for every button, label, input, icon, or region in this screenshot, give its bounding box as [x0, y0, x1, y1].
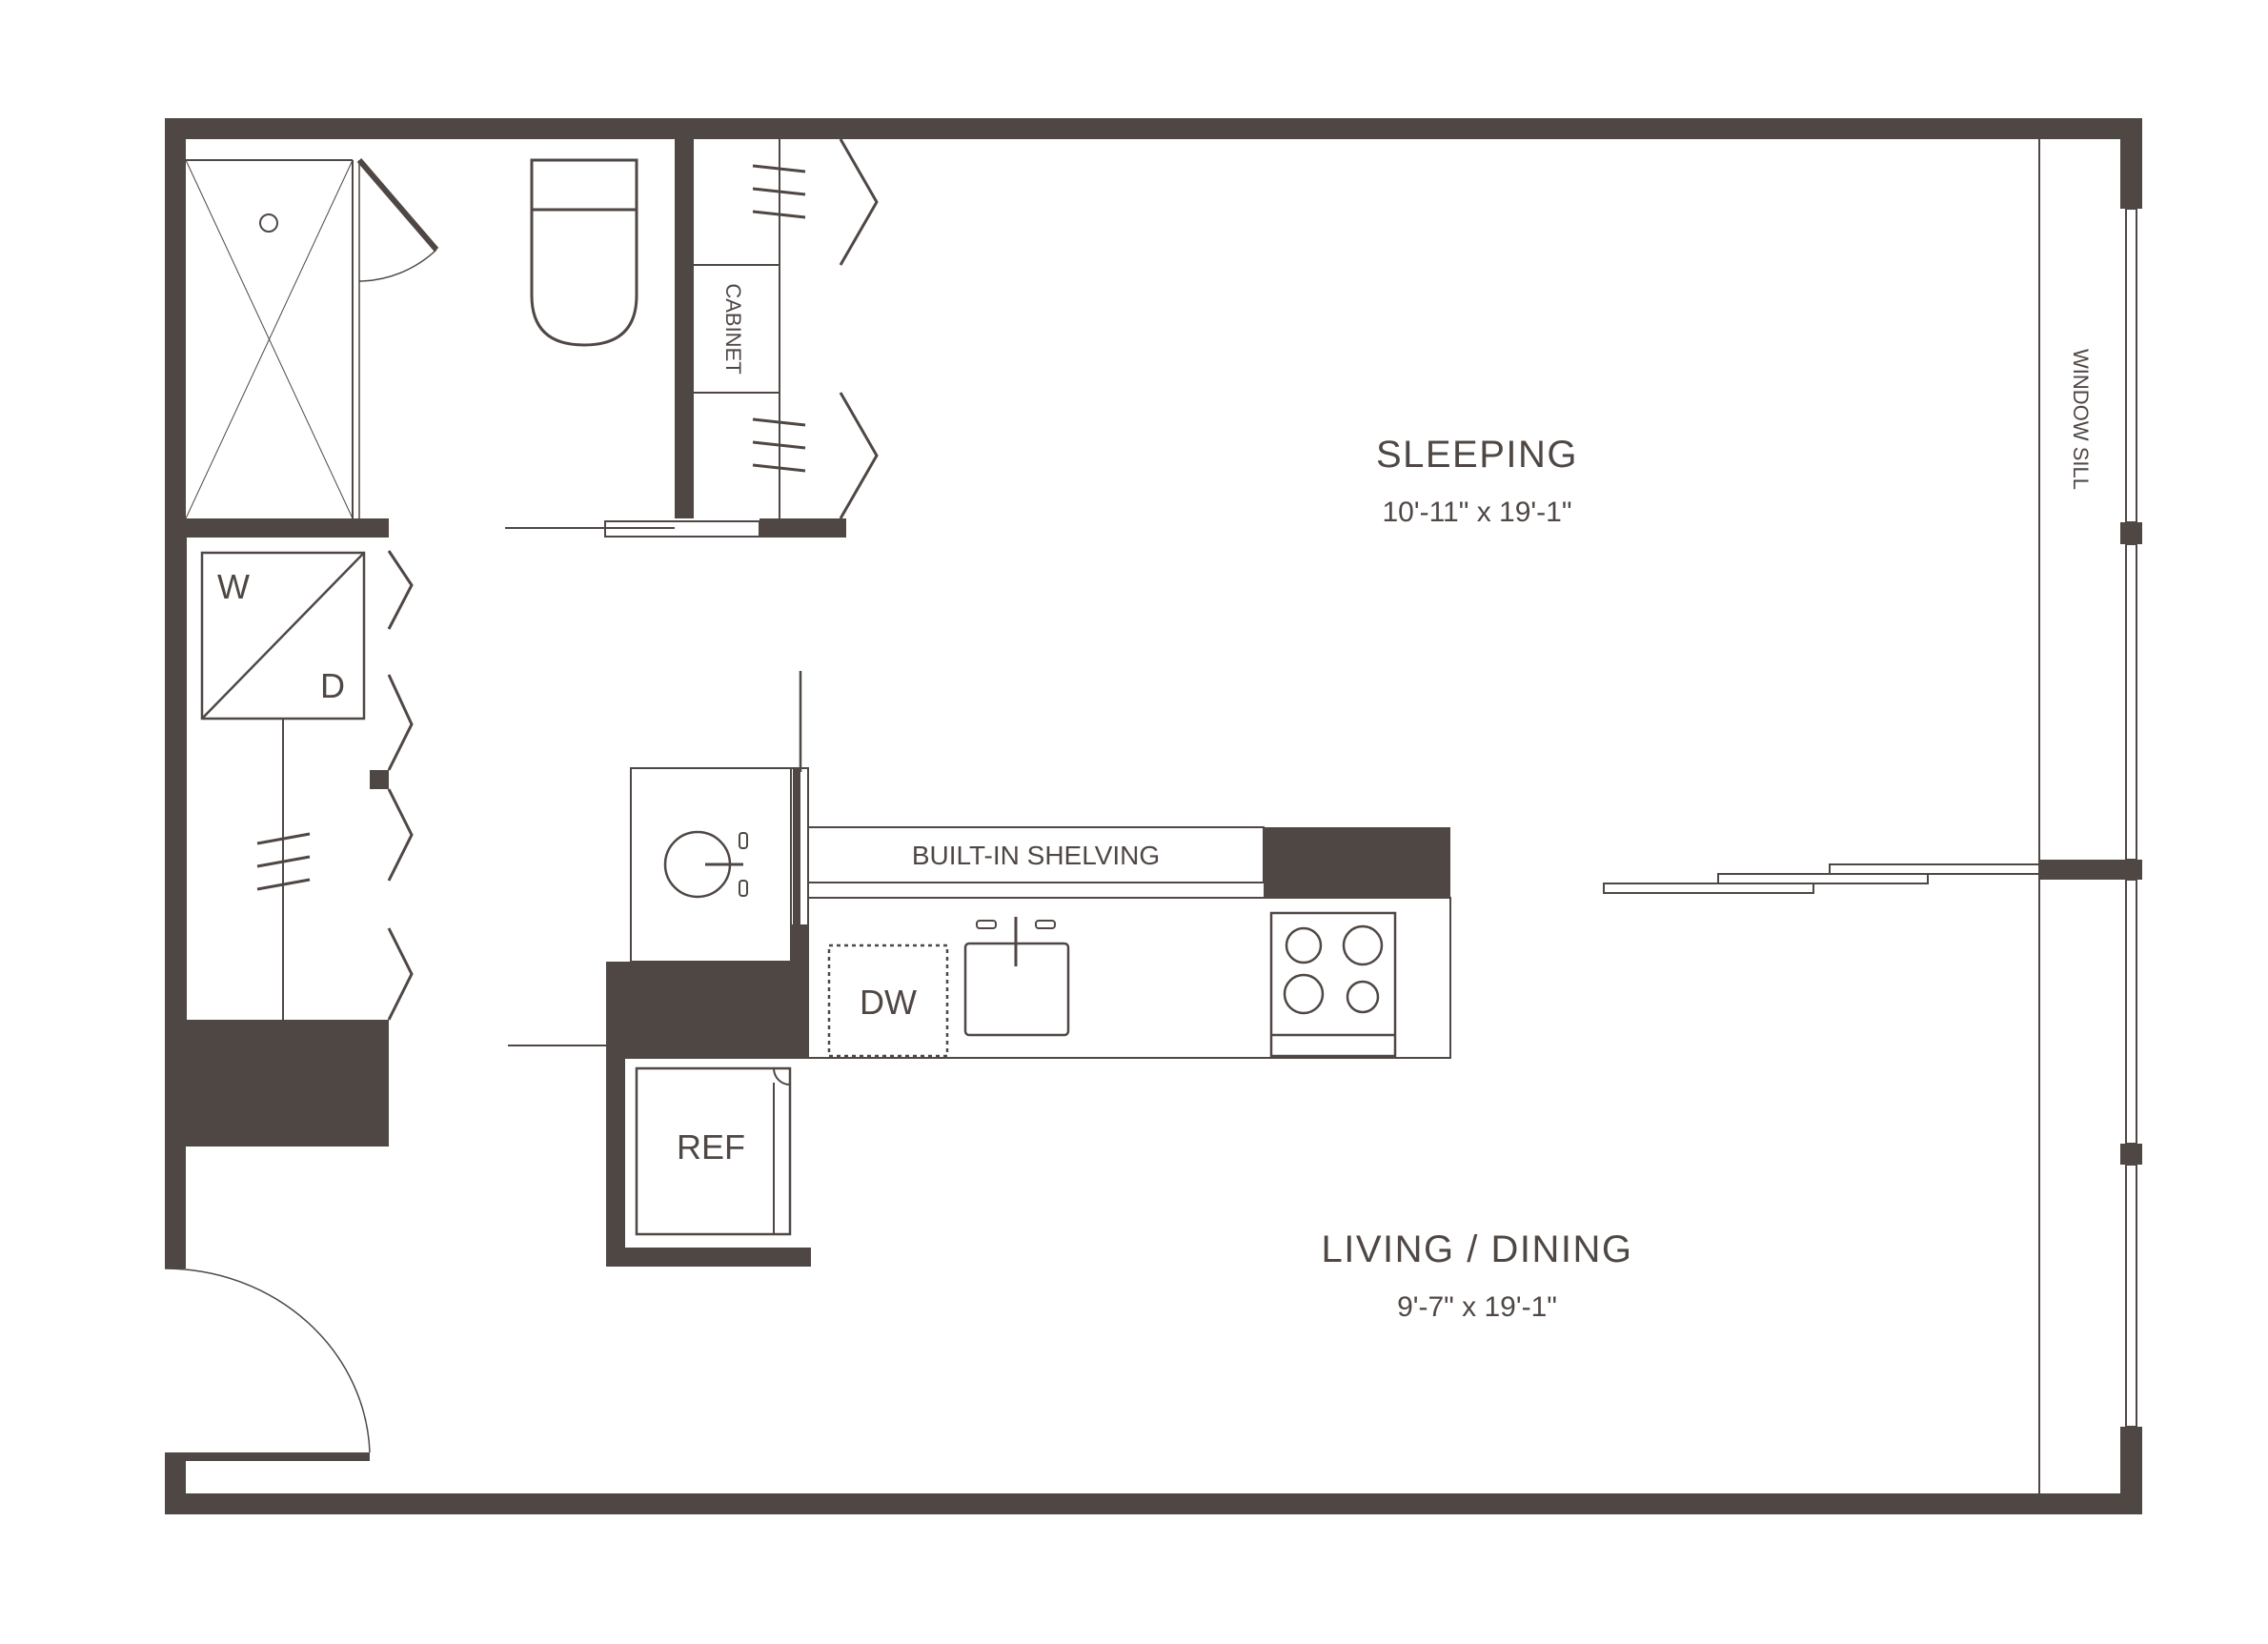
hall-wall-post — [370, 770, 389, 789]
built-in-shelving-label: BUILT-IN SHELVING — [912, 841, 1160, 870]
shower — [185, 158, 439, 519]
entry-door-icon — [164, 1268, 371, 1453]
dryer-label: D — [320, 666, 345, 705]
shelving-wall-block — [1264, 827, 1450, 898]
wall-top — [165, 118, 2142, 139]
wall-left-lower — [165, 1452, 186, 1514]
sleeping-room-name: SLEEPING — [1376, 434, 1578, 476]
toilet-icon — [530, 158, 638, 347]
living-dining-room-name: LIVING / DINING — [1322, 1228, 1633, 1270]
window — [2125, 1164, 2137, 1428]
refrigerator-label: REF — [677, 1127, 745, 1167]
window-sill-label: WINDOW SILL — [2069, 349, 2093, 490]
washer-label: W — [217, 567, 250, 606]
shower-door-icon — [356, 158, 439, 252]
fridge-wall-left — [606, 1059, 625, 1267]
bifold-door-icon — [387, 927, 414, 1021]
window — [2125, 543, 2137, 861]
bathroom-pocket-door — [505, 520, 760, 538]
kitchen-wall-block — [606, 962, 808, 1059]
closet — [694, 138, 879, 519]
windows — [2125, 208, 2137, 1428]
bifold-door-icon — [387, 788, 414, 882]
kitchen-counter — [807, 897, 1451, 1059]
wall-right-pier-1 — [2120, 118, 2142, 209]
wall-right-pier-3 — [2039, 860, 2142, 880]
refrigerator — [635, 1066, 792, 1236]
wall-right-pier-4 — [2120, 1144, 2142, 1165]
shower-drain-icon — [259, 213, 278, 233]
cabinet-label: CABINET — [721, 283, 745, 374]
bifold-door-icon — [387, 674, 414, 771]
dishwasher-label: DW — [860, 983, 917, 1022]
living-dining-room-dimensions: 9'-7" x 19'-1" — [1397, 1291, 1557, 1323]
bath-wall-right — [675, 139, 694, 518]
wall-entry-jamb — [165, 1452, 370, 1461]
wall-left-upper — [165, 118, 186, 1269]
hall-wall-block — [186, 1020, 389, 1147]
wall-bottom — [165, 1493, 2142, 1514]
bifold-door-icon — [839, 392, 879, 519]
window — [2125, 208, 2137, 523]
outer-walls — [165, 118, 2142, 1514]
laundry-closet: W D — [185, 538, 414, 1147]
bathroom-walls — [186, 139, 846, 538]
wall-right-pier-2 — [2120, 522, 2142, 544]
fridge-wall-bottom — [606, 1248, 811, 1267]
range-icon — [1269, 911, 1397, 1058]
kitchen-wall-post — [791, 925, 808, 962]
sleeping-room-dimensions: 10'-11" x 19'-1" — [1383, 497, 1572, 528]
bath-wall-bottom-left — [186, 518, 389, 538]
bath-wall-bottom-right — [759, 518, 846, 538]
kitchen: BUILT-IN SHELVING DW REF — [508, 671, 1451, 1267]
wall-right-pier-5 — [2120, 1427, 2142, 1514]
window — [2125, 879, 2137, 1145]
bifold-door-icon — [839, 138, 879, 266]
bifold-door-icon — [387, 550, 414, 630]
sliding-partition — [1603, 863, 2040, 894]
